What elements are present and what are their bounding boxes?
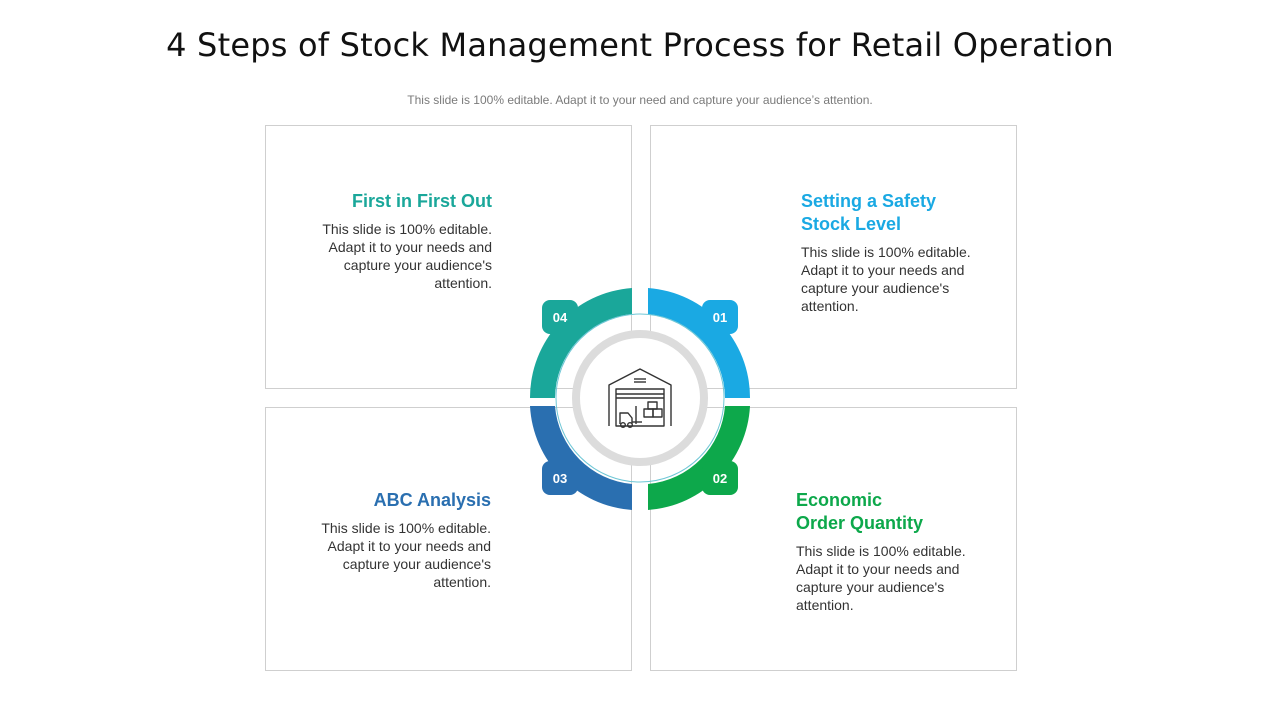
slide-title: 4 Steps of Stock Management Process for … — [166, 26, 1114, 64]
step-02-text: Economic Order Quantity This slide is 10… — [796, 489, 966, 614]
step-01-badge: 01 — [702, 300, 738, 334]
cycle-diagram: 04 01 03 02 — [529, 288, 751, 510]
step-02-number: 02 — [713, 471, 727, 486]
step-03-text: ABC Analysis This slide is 100% editable… — [321, 489, 491, 591]
inner-thin-ring — [555, 313, 725, 483]
step-01-number: 01 — [713, 310, 727, 325]
step-01-heading: Setting a Safety Stock Level — [801, 191, 937, 234]
ring-segment-04 — [529, 288, 632, 398]
step-04-body: This slide is 100% editable. Adapt it to… — [322, 221, 492, 291]
ring-segment-02 — [648, 406, 750, 510]
ring-segment-03 — [530, 406, 632, 510]
step-04-badge: 04 — [542, 300, 578, 334]
step-03-number: 03 — [553, 471, 567, 486]
step-02-heading: Economic Order Quantity — [796, 490, 924, 533]
step-01-text: Setting a Safety Stock Level This slide … — [801, 190, 971, 315]
step-01-body: This slide is 100% editable. Adapt it to… — [801, 244, 971, 314]
step-02-badge: 02 — [702, 461, 738, 495]
ring-segment-01 — [648, 288, 751, 398]
step-03-heading: ABC Analysis — [373, 490, 491, 510]
warehouse-forklift-icon — [608, 368, 672, 428]
step-04-number: 04 — [553, 310, 568, 325]
step-03-badge: 03 — [542, 461, 578, 495]
step-04-text: First in First Out This slide is 100% ed… — [322, 190, 492, 292]
slide-subtitle: This slide is 100% editable. Adapt it to… — [407, 93, 873, 107]
step-02-body: This slide is 100% editable. Adapt it to… — [796, 543, 966, 613]
step-03-body: This slide is 100% editable. Adapt it to… — [321, 520, 491, 590]
step-04-heading: First in First Out — [351, 191, 492, 211]
